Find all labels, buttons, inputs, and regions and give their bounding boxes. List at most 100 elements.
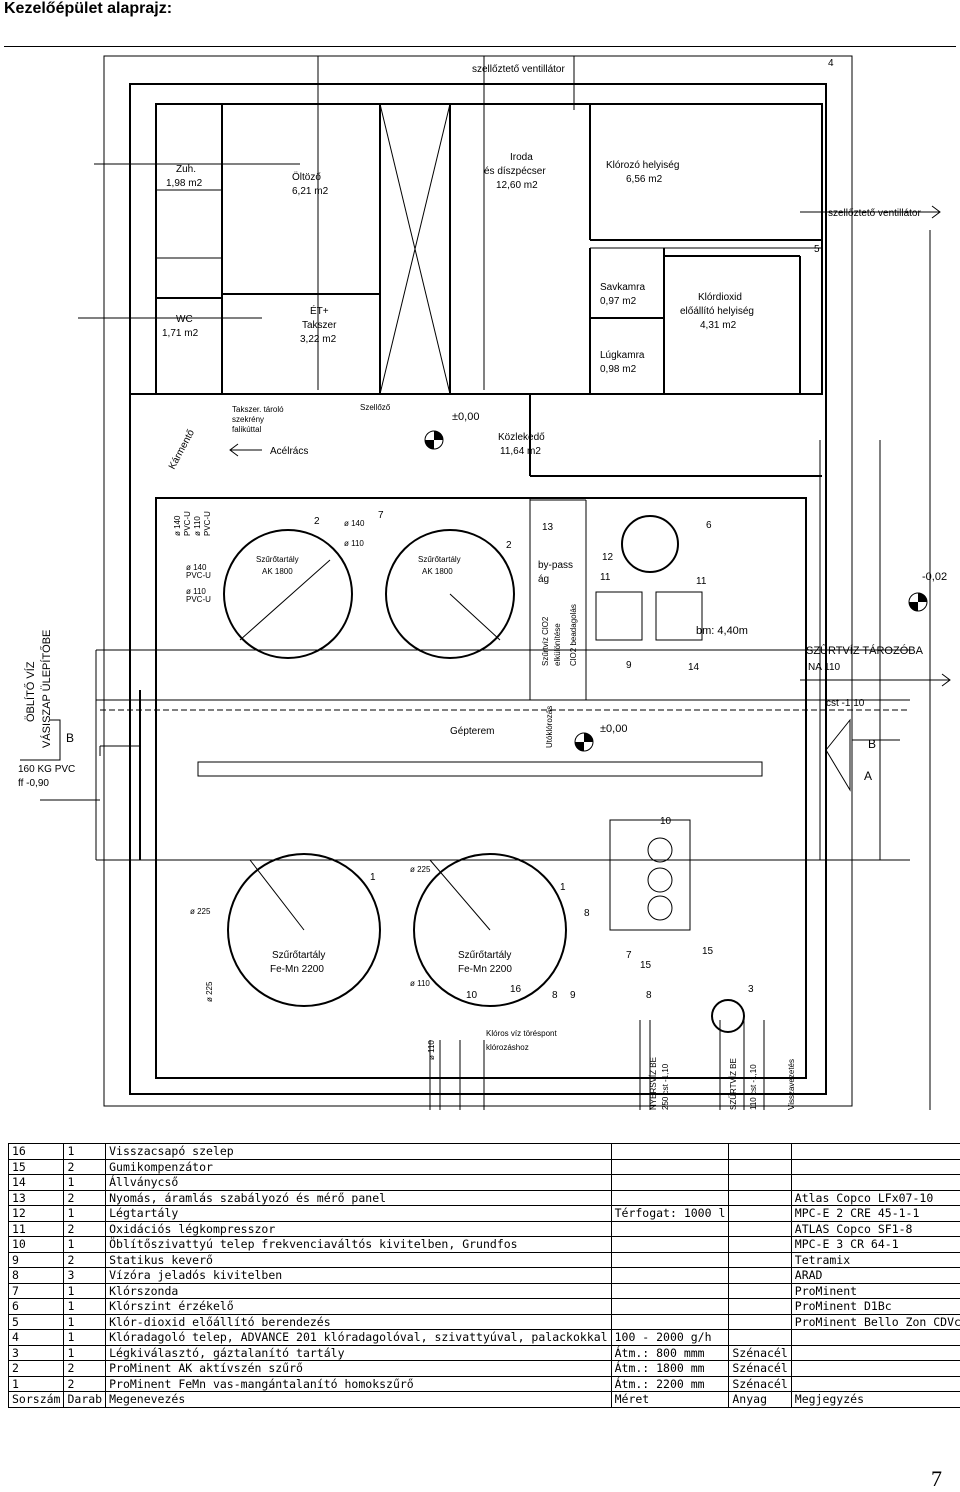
callout-10b: 10 (466, 990, 478, 1001)
cst-label: cst -1,10 (826, 698, 865, 709)
steel-grating (198, 762, 762, 776)
table-cell (729, 1237, 791, 1253)
table-cell: ProMinent Bello Zon CDVc (791, 1314, 960, 1330)
ff-label: ff -0,90 (18, 778, 49, 789)
table-cell: 3 (64, 1268, 106, 1284)
table-cell: Statikus keverő (106, 1252, 612, 1268)
table-cell (611, 1221, 729, 1237)
room-iroda-area: 12,60 m2 (496, 180, 538, 191)
tank-4-sub: Fe-Mn 2200 (458, 964, 512, 975)
klorozashoz-label: klórozáshoz (486, 1043, 529, 1052)
table-cell: Légkiválasztó, gáztalanító tartály (106, 1345, 612, 1361)
acelracs-label: Acélrács (270, 446, 308, 457)
section-b-right: B (868, 737, 876, 751)
table-cell: Szénacél (729, 1345, 791, 1361)
table-cell: 1 (64, 1175, 106, 1191)
table-cell: 5 (9, 1314, 64, 1330)
table-cell: 2 (64, 1221, 106, 1237)
table-cell: 8 (9, 1268, 64, 1284)
room-klordioxid-2: előállító helyiség (680, 306, 754, 317)
bm-label: bm: 4,40m (696, 625, 748, 637)
pipe-label-pvc-c: PVC-U (186, 571, 211, 580)
room-kozlekedo: Közlekedő (498, 432, 545, 443)
na110-label: NA 110 (808, 662, 840, 673)
table-cell: Átm.: 2200 mm (611, 1376, 729, 1392)
callout-9b: 9 (570, 990, 576, 1001)
kloros-viz-label: Klóros víz töréspont (486, 1029, 557, 1038)
clo2-beadagolas-label: ClO2 beadagolás (569, 604, 578, 666)
table-cell: 12 (9, 1206, 64, 1222)
table-cell: 1 (64, 1144, 106, 1160)
callout-9a: 9 (626, 660, 632, 671)
table-cell (611, 1144, 729, 1160)
table-cell: 2 (64, 1376, 106, 1392)
callout-5: 5 (814, 244, 820, 255)
pipe-label-140a: ø 140 (173, 515, 182, 536)
table-cell: 15 (9, 1159, 64, 1175)
table-cell (729, 1175, 791, 1191)
cst-250-label: 250 cst -1,10 (661, 1063, 670, 1110)
tank-1-sub: AK 1800 (262, 567, 293, 576)
table-cell (729, 1144, 791, 1160)
table-cell (729, 1206, 791, 1222)
table-cell: 2 (64, 1159, 106, 1175)
table-cell: ATLAS Copco SF1-8 (791, 1221, 960, 1237)
callout-2a: 2 (314, 516, 320, 527)
table-cell: Öblítőszivattyú telep frekvenciaváltós k… (106, 1237, 612, 1253)
table-cell: Állványcső (106, 1175, 612, 1191)
tank-2-sub: AK 1800 (422, 567, 453, 576)
table-cell: 1 (64, 1283, 106, 1299)
table-cell: 2 (9, 1361, 64, 1377)
room-iroda: Iroda (510, 152, 533, 163)
callout-13: 13 (542, 522, 554, 533)
table-cell (611, 1283, 729, 1299)
pipe-label-110c: ø 110 (344, 539, 364, 548)
machine-room-wall (156, 498, 806, 1078)
page-number: 7 (931, 1466, 942, 1492)
table-cell (611, 1237, 729, 1253)
callout-15b: 15 (702, 946, 714, 957)
table-cell (729, 1159, 791, 1175)
table-cell (729, 1221, 791, 1237)
table-cell: Átm.: 1800 mm (611, 1361, 729, 1377)
table-cell (791, 1175, 960, 1191)
table-cell: Sorszám (9, 1392, 64, 1408)
room-lugkamra: Lúgkamra (600, 350, 645, 361)
szellozo-label: Szellőző (360, 403, 391, 412)
room-zuh-area: 1,98 m2 (166, 178, 203, 189)
callout-11b: 11 (696, 576, 707, 587)
table-cell: Szénacél (729, 1361, 791, 1377)
room-zuh: Zuh. (176, 164, 196, 175)
table-cell: Klóradagoló telep, ADVANCE 201 klóradago… (106, 1330, 612, 1346)
room-oltozo-area: 6,21 m2 (292, 186, 329, 197)
pipe-label-225b: ø 225 (190, 907, 211, 916)
table-cell: 6 (9, 1299, 64, 1315)
pipe-label-110e: ø 110 (427, 1040, 436, 1060)
air-tank (622, 516, 678, 572)
table-cell: ProMinent D1Bc (791, 1299, 960, 1315)
room-klordioxid-area: 4,31 m2 (700, 320, 737, 331)
table-cell: MPC-E 3 CR 64-1 (791, 1237, 960, 1253)
table-cell: Oxidációs légkompresszor (106, 1221, 612, 1237)
table-cell: 11 (9, 1221, 64, 1237)
tank-3-label: Szűrőtartály (272, 950, 325, 961)
table-cell: 16 (9, 1144, 64, 1160)
table-cell: MPC-E 2 CRE 45-1-1 (791, 1206, 960, 1222)
callout-12: 12 (602, 552, 614, 563)
filter-tank-ak-1 (224, 530, 352, 658)
table-cell (611, 1190, 729, 1206)
room-lugkamra-area: 0,98 m2 (600, 364, 637, 375)
table-cell: ARAD (791, 1268, 960, 1284)
callout-1a: 1 (370, 872, 376, 883)
table-cell: ProMinent AK aktívszén szűrő (106, 1361, 612, 1377)
room-takszer: Takszer (302, 320, 337, 331)
table-cell: 7 (9, 1283, 64, 1299)
table-cell: Átm.: 800 mmm (611, 1345, 729, 1361)
visszavezetes-label: Visszavezetés (787, 1059, 796, 1110)
table-cell: 1 (64, 1299, 106, 1315)
